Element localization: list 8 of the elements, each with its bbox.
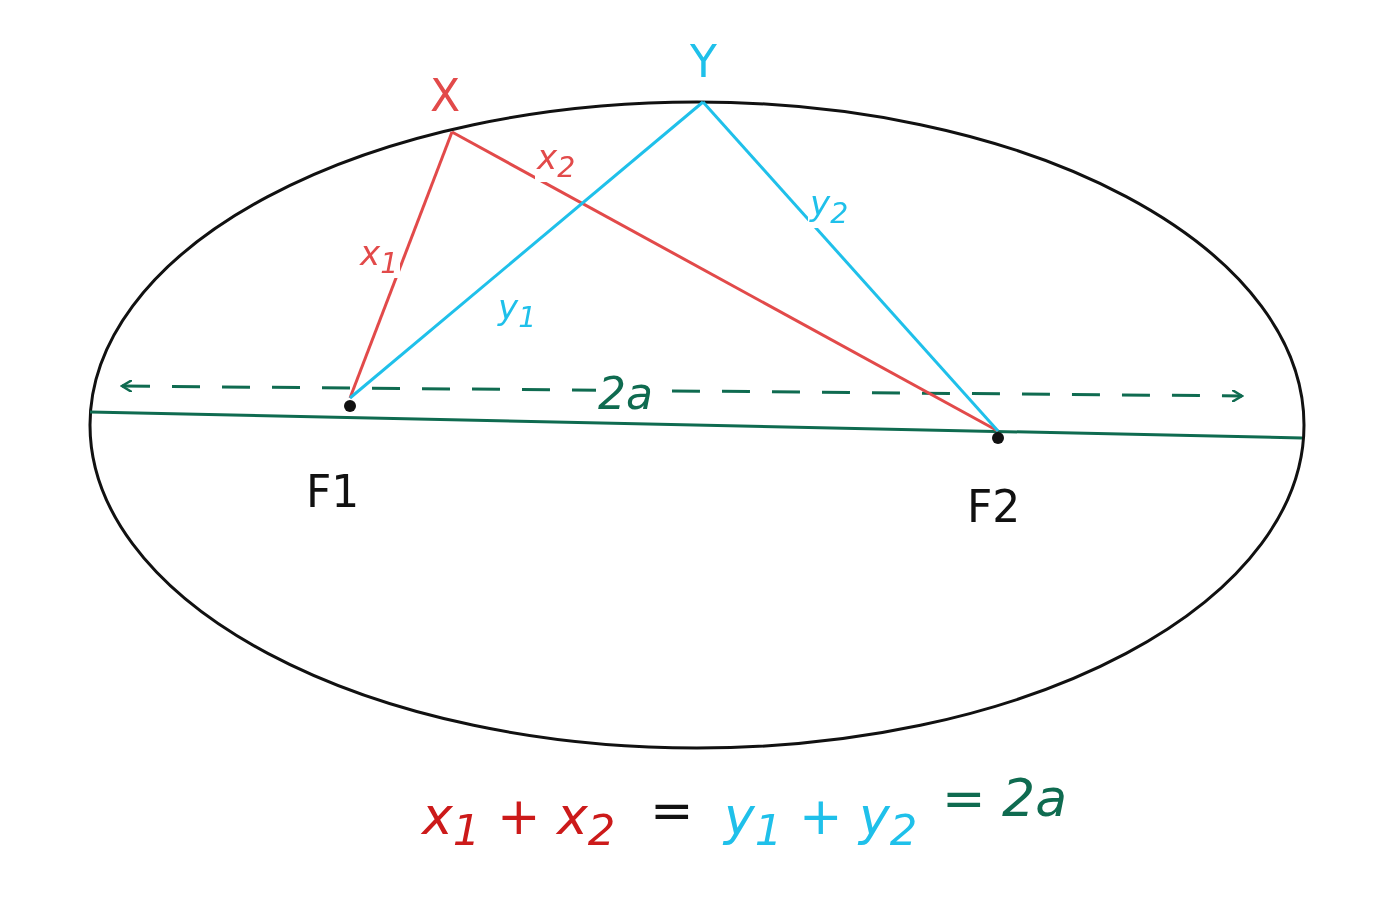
connector-line [451, 130, 999, 433]
connector-line [348, 131, 454, 399]
point-label: X [430, 74, 461, 118]
point-label: F2 [967, 485, 1021, 529]
connector-line [349, 100, 704, 400]
point-label: F1 [306, 470, 360, 514]
point-label: Y [690, 40, 717, 84]
connector-line [701, 101, 1000, 432]
